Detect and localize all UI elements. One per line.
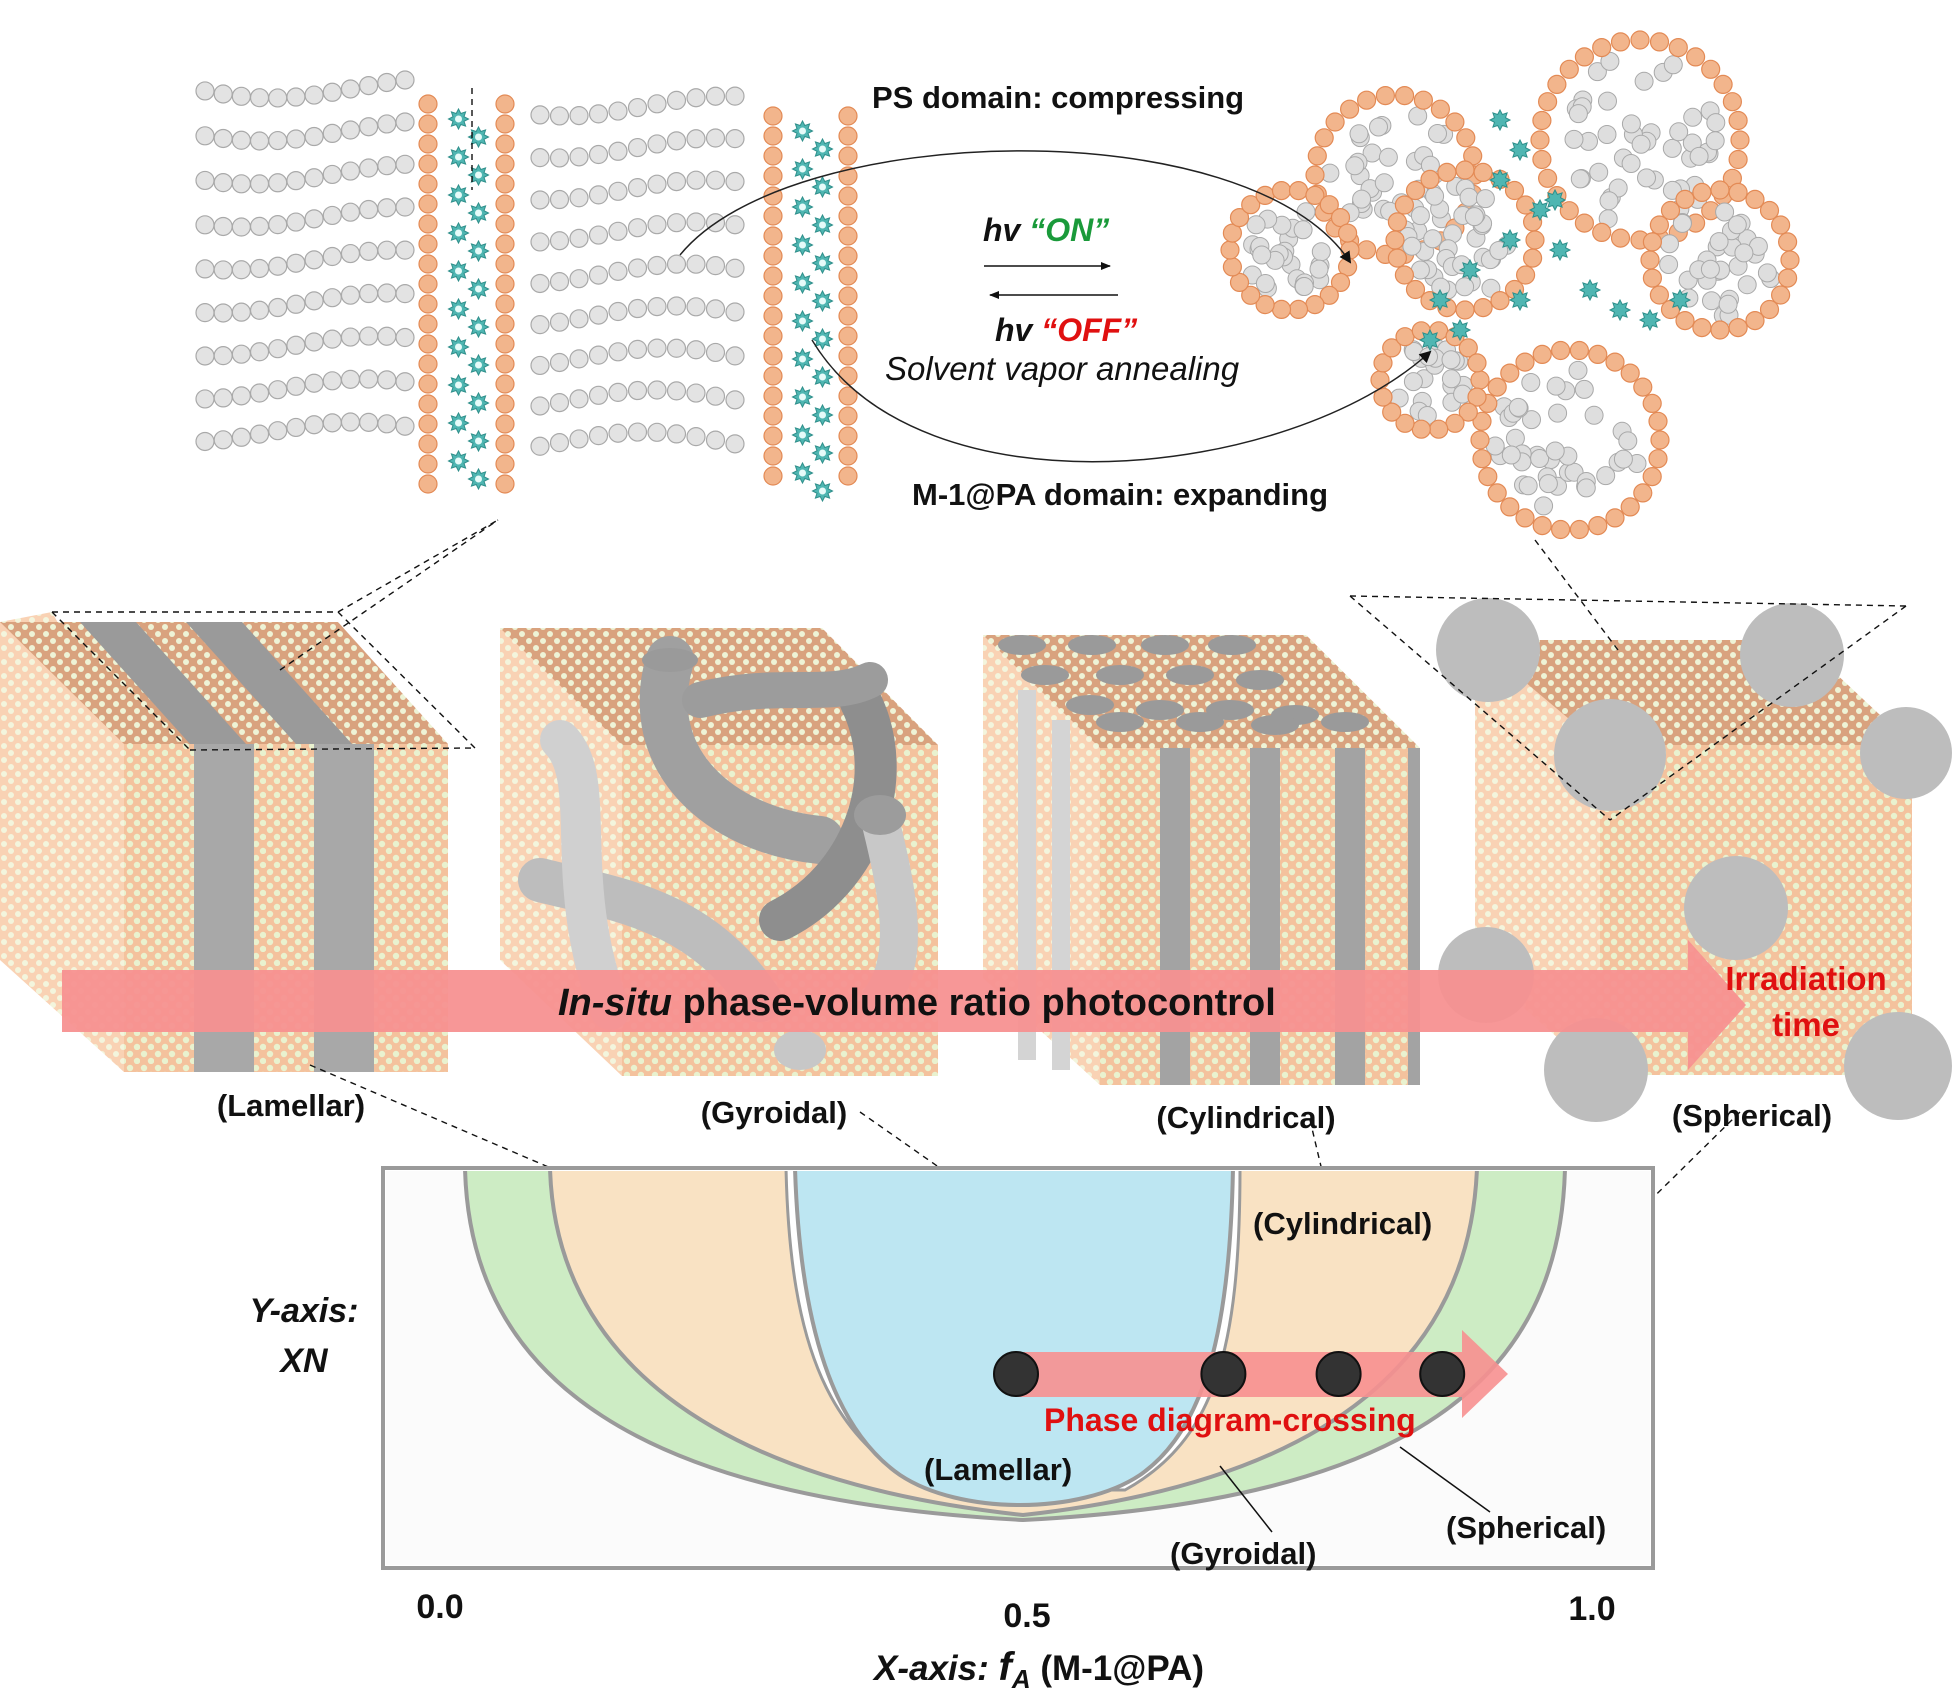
region-label-gyroidal: (Gyroidal) bbox=[1170, 1536, 1317, 1571]
cube-label-lamellar: (Lamellar) bbox=[216, 1088, 366, 1123]
cube-label-cylindrical: (Cylindrical) bbox=[1156, 1100, 1336, 1135]
irradiation-label: Irradiation bbox=[1725, 960, 1887, 997]
time-label: time bbox=[1772, 1006, 1840, 1043]
banner-rest: phase-volume ratio photocontrol bbox=[671, 982, 1276, 1024]
photocontrol-arrow bbox=[62, 940, 1746, 1070]
phase-crossing-arrow bbox=[1016, 1330, 1508, 1418]
hv-off-label: hv “OFF” bbox=[995, 312, 1137, 349]
expand-curved-arrow bbox=[811, 339, 1432, 463]
x-axis-symbol: f bbox=[998, 1645, 1012, 1689]
cylindrical-cube bbox=[983, 635, 1420, 1085]
hv-on-label: hv “ON” bbox=[983, 212, 1109, 249]
y-axis-symbol: XN bbox=[280, 1342, 328, 1380]
crossing-point bbox=[1315, 1351, 1362, 1397]
x-axis-suffix: (M-1@PA) bbox=[1030, 1649, 1205, 1688]
x-tick-1: 1.0 bbox=[1568, 1590, 1616, 1628]
x-tick-05: 0.5 bbox=[1003, 1597, 1051, 1635]
solvent-annealing-label: Solvent vapor annealing bbox=[885, 350, 1240, 387]
crossing-point bbox=[1200, 1351, 1247, 1397]
hv-text: hv bbox=[983, 212, 1021, 248]
polymer-chains-illustration bbox=[195, 70, 858, 503]
hv-text: hv bbox=[995, 312, 1033, 348]
x-axis-prefix: X-axis: bbox=[874, 1649, 999, 1688]
crossing-points bbox=[993, 1351, 1466, 1397]
ps-domain-label: PS domain: compressing bbox=[872, 80, 1245, 115]
x-tick-0: 0.0 bbox=[416, 1588, 464, 1626]
crossing-label: Phase diagram-crossing bbox=[1044, 1402, 1416, 1438]
cube-label-gyroidal: (Gyroidal) bbox=[700, 1095, 848, 1130]
region-label-lamellar: (Lamellar) bbox=[924, 1452, 1073, 1487]
on-state-text: “ON” bbox=[1029, 212, 1110, 248]
crossing-point bbox=[1419, 1351, 1466, 1397]
x-axis-title: X-axis: fA (M-1@PA) bbox=[874, 1645, 1204, 1695]
banner-text: In-situ phase-volume ratio photocontrol bbox=[558, 982, 1276, 1025]
region-label-spherical: (Spherical) bbox=[1446, 1510, 1607, 1545]
region-label-cylindrical: (Cylindrical) bbox=[1253, 1206, 1433, 1241]
banner-italic: In-situ bbox=[558, 982, 672, 1024]
pa-domain-label: M-1@PA domain: expanding bbox=[912, 477, 1329, 512]
y-axis-title: Y-axis: bbox=[249, 1292, 359, 1330]
cube-label-spherical: (Spherical) bbox=[1671, 1098, 1833, 1133]
off-state-text: “OFF” bbox=[1041, 312, 1138, 348]
crossing-point bbox=[993, 1351, 1039, 1397]
spherical-micelle-illustration bbox=[1220, 30, 1800, 540]
compress-curved-arrow bbox=[679, 150, 1352, 264]
x-axis-subscript: A bbox=[1011, 1664, 1031, 1694]
